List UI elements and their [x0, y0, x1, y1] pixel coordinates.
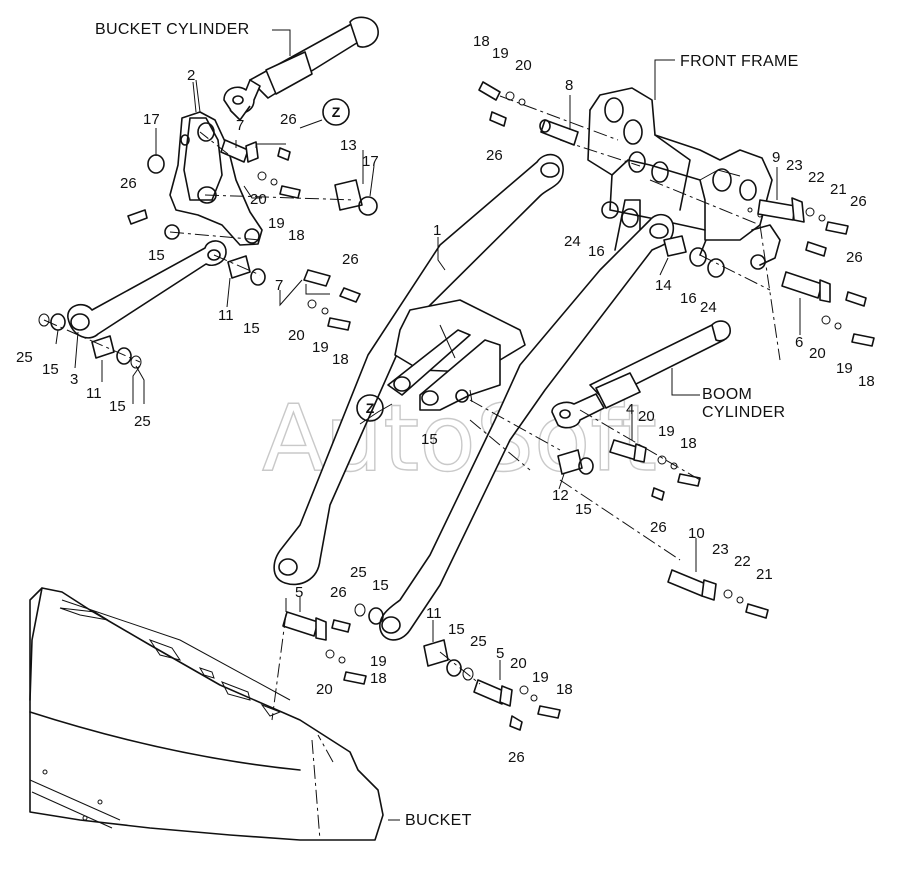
callout-2: 2	[187, 67, 195, 84]
callout-22a: 22	[808, 169, 825, 186]
callout-26i: 26	[508, 749, 525, 766]
callout-15d: 15	[109, 398, 126, 415]
caption-front-frame: FRONT FRAME	[680, 53, 799, 70]
callout-18b: 18	[288, 227, 305, 244]
callout-26b: 26	[280, 111, 297, 128]
callout-14: 14	[655, 277, 672, 294]
callout-15g: 15	[372, 577, 389, 594]
callout-19d: 19	[836, 360, 853, 377]
bell-crank-drawing	[169, 79, 263, 246]
callout-9: 9	[772, 149, 780, 166]
callout-26g: 26	[650, 519, 667, 536]
callout-25d: 25	[470, 633, 487, 650]
callout-19f: 19	[370, 653, 387, 670]
callout-20b: 20	[250, 191, 267, 208]
detail-z-marker-top: Z	[322, 98, 350, 126]
boom-arm-drawing	[273, 153, 675, 641]
callout-11a: 11	[218, 307, 234, 324]
callout-3: 3	[70, 371, 78, 388]
callout-24a: 24	[564, 233, 581, 250]
bucket-drawing	[29, 587, 384, 841]
callout-23b: 23	[712, 541, 729, 558]
boom-cylinder-drawing	[551, 320, 731, 429]
callout-4: 4	[626, 401, 634, 418]
callout-18g: 18	[556, 681, 573, 698]
callout-15f: 15	[575, 501, 592, 518]
callout-24b: 24	[700, 299, 717, 316]
front-frame-drawing	[587, 87, 781, 266]
callout-5a: 5	[295, 584, 303, 601]
callout-26a: 26	[120, 175, 137, 192]
caption-bucket-cylinder: BUCKET CYLINDER	[95, 21, 249, 38]
detail-z-label-top: Z	[332, 104, 341, 120]
callout-19a: 19	[492, 45, 509, 62]
callout-13: 13	[340, 137, 357, 154]
callout-21b: 21	[756, 566, 773, 583]
hardware-drawings	[38, 81, 875, 731]
callout-19g: 19	[532, 669, 549, 686]
callout-20a: 20	[515, 57, 532, 74]
callout-7b: 7	[275, 277, 283, 294]
callout-26f: 26	[846, 249, 863, 266]
callout-26c: 26	[486, 147, 503, 164]
leader-lines	[55, 29, 801, 821]
callout-26d: 26	[342, 251, 359, 268]
detail-z-label-mid: Z	[366, 400, 375, 416]
callout-15h: 15	[448, 621, 465, 638]
callout-19b: 19	[268, 215, 285, 232]
callout-5b: 5	[496, 645, 504, 662]
detail-z-marker-mid: Z	[356, 394, 384, 422]
callout-18f: 18	[370, 670, 387, 687]
callout-25a: 25	[16, 349, 33, 366]
callout-18d: 18	[858, 373, 875, 390]
callout-23a: 23	[786, 157, 803, 174]
callout-7a: 7	[236, 117, 244, 134]
callout-22b: 22	[734, 553, 751, 570]
callout-6: 6	[795, 334, 803, 351]
caption-boom-cylinder-line1: BOOM	[702, 386, 752, 403]
callout-19e: 19	[658, 423, 675, 440]
callout-15b: 15	[243, 320, 260, 337]
callout-18e: 18	[680, 435, 697, 452]
callout-20d: 20	[809, 345, 826, 362]
callout-19c: 19	[312, 339, 329, 356]
caption-bucket: BUCKET	[405, 812, 472, 829]
callout-8: 8	[565, 77, 573, 94]
caption-boom-cylinder-line2: CYLINDER	[702, 404, 785, 421]
bucket-cylinder-drawing	[223, 16, 379, 121]
bucket-link-drawing	[67, 240, 227, 339]
callout-15e: 15	[421, 431, 438, 448]
callout-21a: 21	[830, 181, 847, 198]
callout-25c: 25	[350, 564, 367, 581]
callout-12: 12	[552, 487, 569, 504]
callout-16b: 16	[680, 290, 697, 307]
callout-20c: 20	[288, 327, 305, 344]
callout-11c: 11	[426, 605, 442, 622]
callout-numbers: 1 2 3 4 5 5 6 7 7 8 9 10 11 11 11 12 13 …	[16, 33, 875, 766]
callout-18c: 18	[332, 351, 349, 368]
callout-17b: 17	[362, 153, 379, 170]
callout-20f: 20	[316, 681, 333, 698]
centerlines	[43, 95, 781, 721]
callout-17a: 17	[143, 111, 160, 128]
callout-26h: 26	[330, 584, 347, 601]
callout-1: 1	[433, 222, 441, 239]
callout-26e: 26	[850, 193, 867, 210]
callout-16a: 16	[588, 243, 605, 260]
callout-20g: 20	[510, 655, 527, 672]
callout-10: 10	[688, 525, 705, 542]
callout-20e: 20	[638, 408, 655, 425]
callout-11b: 11	[86, 385, 102, 402]
callout-15c: 15	[42, 361, 59, 378]
callout-25b: 25	[134, 413, 151, 430]
callout-15a: 15	[148, 247, 165, 264]
callout-18a: 18	[473, 33, 490, 50]
